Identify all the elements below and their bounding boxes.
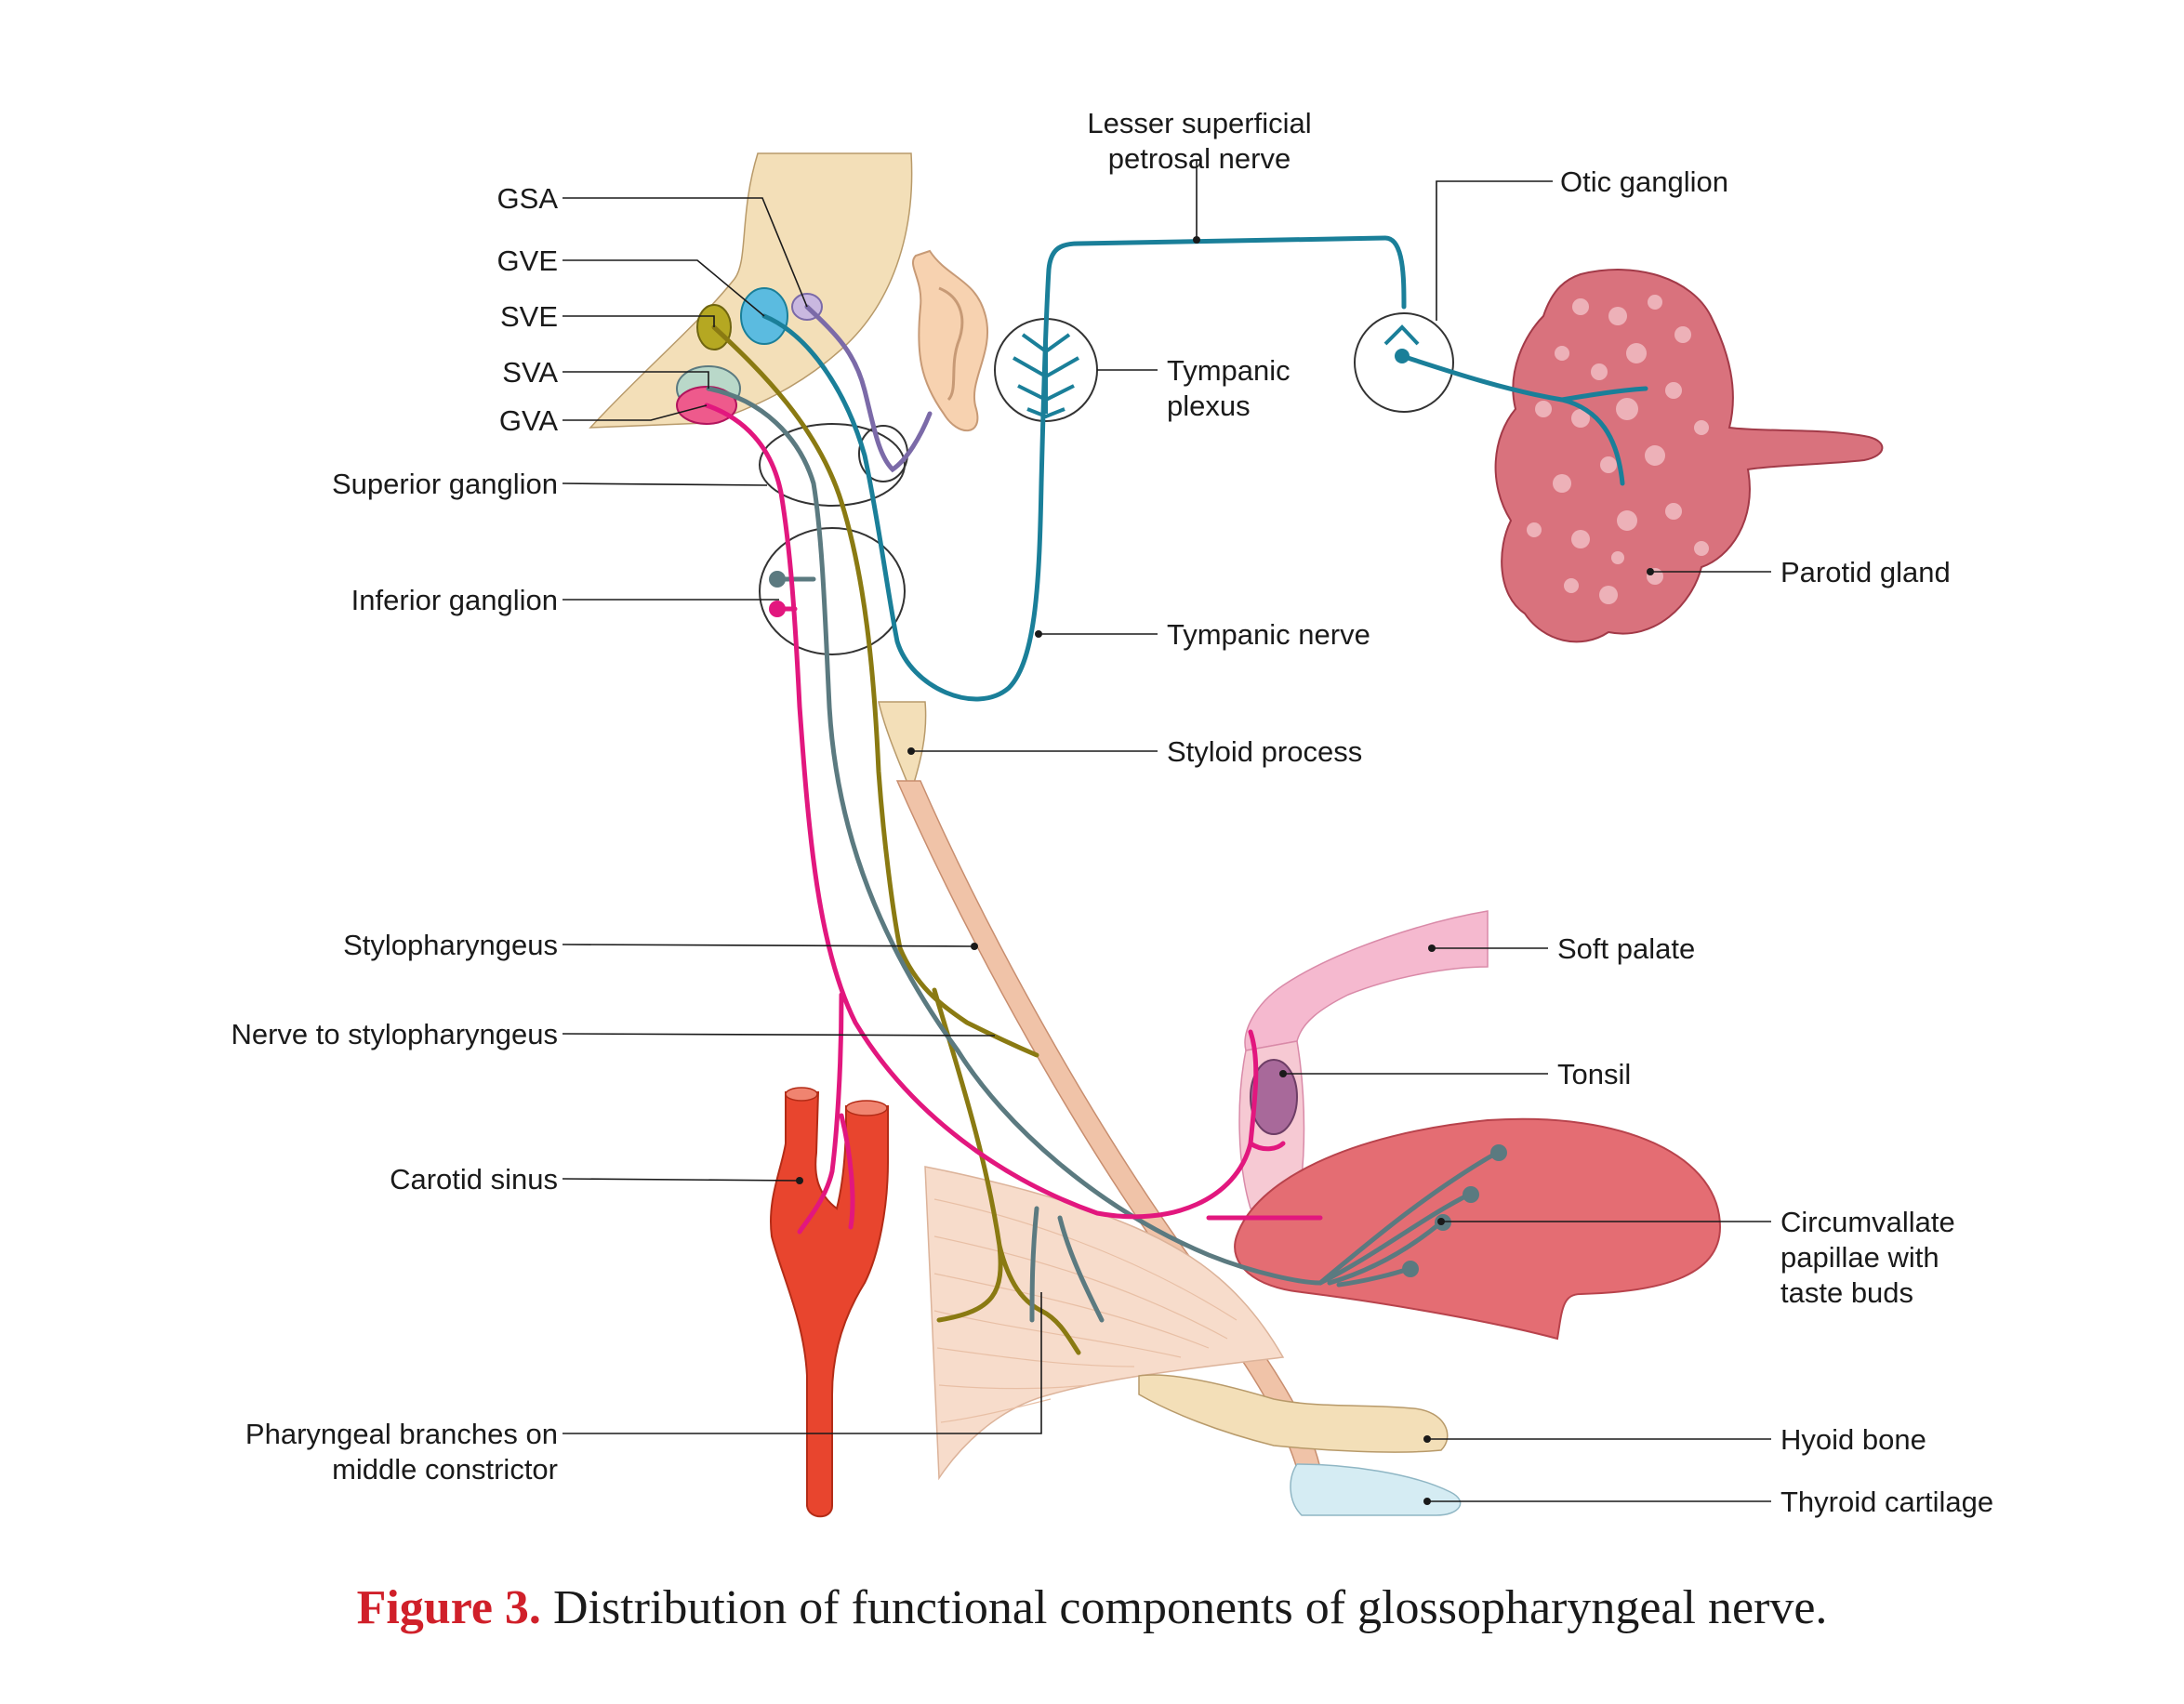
gva-fiber (704, 403, 1259, 1220)
label-pharyngeal-branches-1: Pharyngeal branches on (245, 1418, 558, 1450)
label-circumvallate-1: Circumvallate (1780, 1206, 1955, 1238)
sva-pharyngeal-2 (1057, 1215, 1105, 1323)
parotid-gland (1494, 269, 1884, 643)
tympanic-plexus-branches (1013, 325, 1079, 419)
label-sve: SVE (500, 300, 558, 333)
caption-text: Distribution of functional components of… (540, 1581, 1828, 1634)
label-nerve-to-stylopharyngeus: Nerve to stylopharyngeus (231, 1018, 558, 1050)
sva-taste-end-1 (1490, 1144, 1507, 1161)
label-thyroid-cartilage: Thyroid cartilage (1780, 1486, 1993, 1518)
gve-parotid-branch (1559, 386, 1648, 403)
inferior-ganglion-sva-node (769, 571, 786, 588)
label-inferior-ganglion: Inferior ganglion (351, 584, 558, 616)
ear-inner (938, 286, 964, 402)
tonsil (1250, 1059, 1298, 1135)
sva-taste-end-2 (1463, 1186, 1479, 1203)
sva-branch-1 (1317, 1150, 1500, 1286)
hyoid-bone (1138, 1374, 1449, 1453)
label-gva: GVA (499, 404, 558, 437)
label-soft-palate: Soft palate (1557, 932, 1695, 965)
leader-lines (562, 160, 1771, 1502)
label-tonsil: Tonsil (1557, 1058, 1631, 1090)
otic-ganglion-outline (1354, 312, 1454, 413)
label-sva: SVA (502, 356, 558, 389)
label-gve: GVE (497, 244, 558, 277)
sva-taste-end-4 (1402, 1261, 1419, 1277)
figure-number: Figure 3. (356, 1581, 541, 1634)
label-lesser-petrosal-2: petrosal nerve (1108, 142, 1291, 175)
tongue (1234, 1117, 1722, 1341)
label-otic-ganglion: Otic ganglion (1560, 165, 1728, 198)
styloid-process (878, 701, 927, 795)
labels: GSA GVE SVE SVA GVA Superior ganglion In… (231, 107, 1993, 1518)
label-circumvallate-3: taste buds (1780, 1276, 1913, 1309)
label-lesser-petrosal-1: Lesser superficial (1087, 107, 1311, 139)
label-pharyngeal-branches-2: middle constrictor (332, 1453, 558, 1486)
otic-ganglion-node (1395, 349, 1410, 363)
label-stylopharyngeus: Stylopharyngeus (343, 929, 558, 961)
leader-dots (796, 236, 1654, 1505)
gva-carotid-branch-2 (839, 1113, 855, 1230)
gva-tonsil-tip (1248, 1141, 1286, 1152)
soft-palate (1244, 910, 1489, 1051)
sve-fiber (711, 324, 1039, 1058)
sve-pharyngeal (932, 987, 1003, 1323)
carotid-artery (770, 1091, 889, 1518)
label-circumvallate-2: papillae with (1780, 1241, 1939, 1274)
gve-fiber (761, 235, 1407, 702)
label-superior-ganglion: Superior ganglion (332, 468, 558, 500)
sva-pharyngeal (1029, 1206, 1039, 1323)
ear (911, 249, 988, 432)
label-carotid-sinus: Carotid sinus (390, 1163, 558, 1195)
carotid-lumen-right (845, 1100, 888, 1116)
label-tympanic-nerve: Tympanic nerve (1167, 618, 1370, 651)
label-tympanic-plexus-1: Tympanic (1167, 354, 1291, 387)
thyroid-cartilage (1290, 1463, 1462, 1516)
sva-branch-3 (1327, 1220, 1444, 1286)
anatomy (589, 152, 1884, 1518)
sva-branch-2 (1317, 1192, 1472, 1286)
carotid-lumen-left (785, 1087, 818, 1102)
parotid-lobules (1527, 295, 1709, 604)
gsa-fiber (804, 304, 933, 473)
otic-ganglion-branch (1383, 324, 1420, 346)
label-tympanic-plexus-2: plexus (1167, 390, 1251, 422)
gva-carotid-branch (797, 992, 844, 1235)
sva-fiber (706, 386, 1323, 1286)
label-styloid-process: Styloid process (1167, 735, 1362, 768)
constrictor-fibers (933, 1198, 1238, 1423)
label-hyoid-bone: Hyoid bone (1780, 1423, 1926, 1456)
figure-caption: Figure 3. Distribution of functional com… (0, 1580, 2184, 1635)
label-parotid-gland: Parotid gland (1780, 556, 1951, 588)
label-gsa: GSA (497, 182, 559, 215)
inferior-ganglion-outline (759, 527, 906, 655)
inferior-ganglion-gva-node (769, 601, 786, 617)
